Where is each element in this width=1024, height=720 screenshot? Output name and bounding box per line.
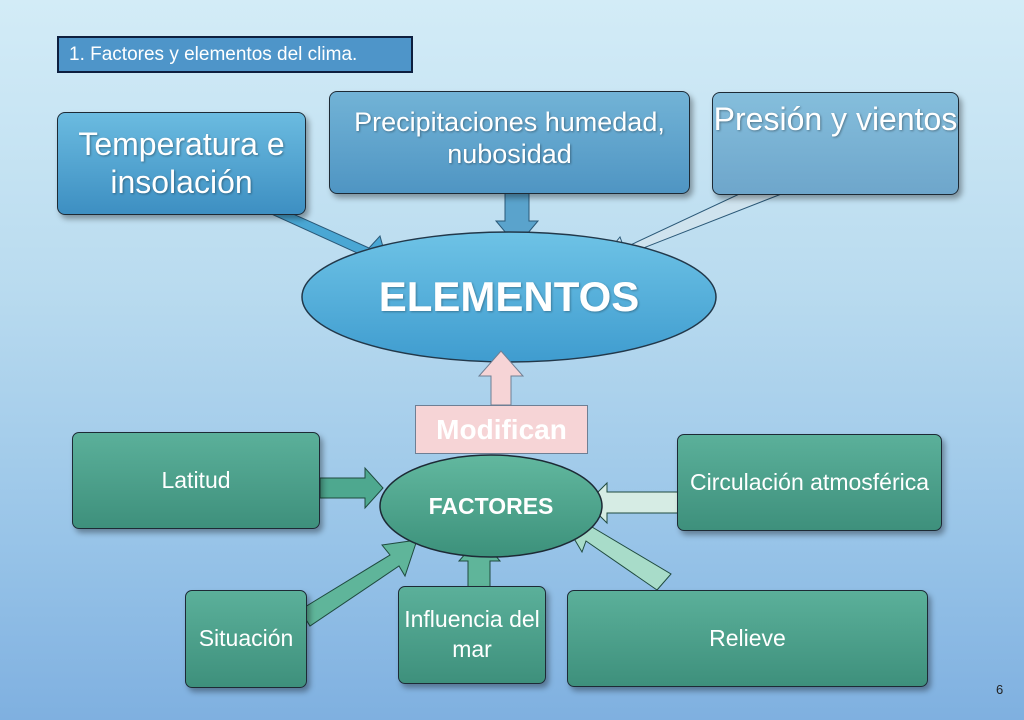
elementos-label: ELEMENTOS [378, 273, 640, 320]
elemento-presion-box: Presión y vientos [712, 92, 959, 195]
elemento-precipitaciones-box: Precipitaciones humedad, nubosidad [329, 91, 690, 194]
factores-ellipse [379, 454, 603, 558]
factor-latitud-box: Latitud [72, 432, 320, 529]
slide-title: 1. Factores y elementos del clima. [57, 36, 413, 73]
factor-circulacion-box: Circulación atmosférica [677, 434, 942, 531]
arrow-latitud-to-factores [319, 466, 384, 510]
modifican-label: Modifican [415, 405, 588, 454]
factor-relieve-box: Relieve [567, 590, 928, 687]
modifican-up-arrow [477, 350, 525, 406]
factor-influencia-mar-box: Influencia del mar [398, 586, 546, 684]
elemento-temperatura-box: Temperatura e insolación [57, 112, 306, 215]
factor-situacion-box: Situación [185, 590, 307, 688]
factores-label: FACTORES [428, 492, 554, 519]
arrow-situacion-to-factores [299, 539, 418, 627]
page-number: 6 [996, 682, 1004, 697]
